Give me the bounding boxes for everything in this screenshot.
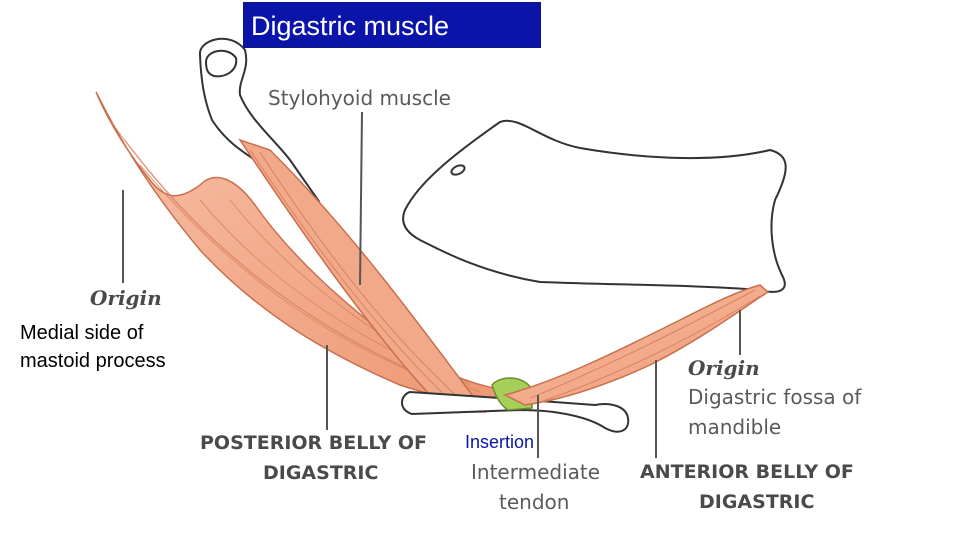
page-title: Digastric muscle <box>243 2 541 48</box>
label-fossa-line1: Digastric fossa of <box>688 385 862 409</box>
label-fossa-line2: mandible <box>688 415 782 439</box>
leader-stylohyoid <box>359 111 363 286</box>
mandible <box>402 119 787 293</box>
styloid-process <box>199 37 321 202</box>
label-insertion: Insertion <box>465 432 535 452</box>
label-medial-line1: Medial side of <box>20 322 144 344</box>
label-origin-posterior: Origin <box>90 286 162 310</box>
label-posterior-belly-line1: POSTERIOR BELLY OF <box>200 432 428 454</box>
label-medial-line2: mastoid process <box>20 350 166 372</box>
label-origin-anterior: Origin <box>688 356 760 380</box>
anterior-belly-muscle <box>502 284 770 406</box>
label-stylohyoid: Stylohyoid muscle <box>268 86 451 110</box>
label-intermediate-line2: tendon <box>499 490 570 514</box>
label-intermediate-line1: Intermediate <box>471 460 601 484</box>
label-anterior-belly-line2: DIGASTRIC <box>699 491 815 513</box>
label-posterior-belly-line2: DIGASTRIC <box>263 462 379 484</box>
hyoid-bone <box>401 390 630 433</box>
label-anterior-belly-line1: ANTERIOR BELLY OF <box>640 461 854 483</box>
